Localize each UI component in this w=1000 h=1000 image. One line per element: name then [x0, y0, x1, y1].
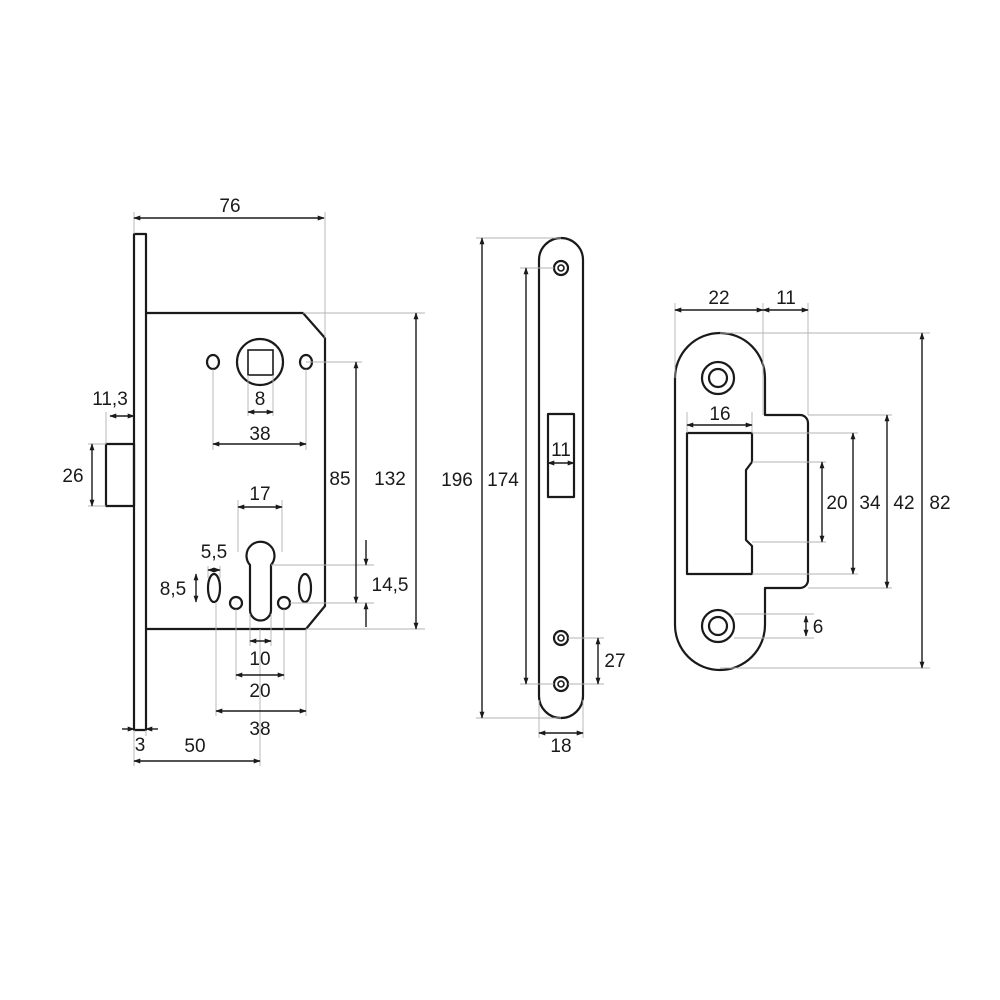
dim-screw-spacing: 174 [487, 470, 519, 491]
strike-top-hole-inner [707, 367, 729, 389]
dim-cylinder-offset: 14,5 [372, 575, 409, 596]
strike-plate [673, 331, 810, 672]
dim-latch-projection: 11,3 [92, 389, 128, 410]
dim-slot-width: 5,5 [201, 542, 227, 563]
dim-hole-offset: 6 [813, 617, 824, 638]
lock-body-view [104, 232, 327, 732]
faceplate-top-screw-inner [557, 264, 565, 272]
dim-slot-height: 8,5 [160, 579, 186, 600]
dim-latch-slot-width: 11 [551, 440, 571, 461]
lock-case [146, 311, 327, 631]
faceplate-labels: 196 174 11 27 18 [441, 440, 625, 757]
dim-backset: 50 [184, 736, 205, 757]
cylinder-left-hole [228, 595, 244, 611]
strike-plate-labels: 22 11 16 20 34 42 82 6 [708, 288, 950, 638]
faceplate-mid-screw-inner [557, 634, 565, 642]
faceplate-dimension-lines [479, 237, 601, 736]
strike-plate-dimension-lines [674, 307, 925, 669]
spindle-hub [235, 337, 285, 387]
strike-plate-extension-lines [674, 303, 930, 669]
dim-lip-offset: 11 [776, 288, 796, 309]
upper-left-hole [205, 353, 221, 371]
faceplate-edge [132, 232, 148, 732]
dim-width: 76 [219, 196, 240, 217]
dim-faceplate-width: 18 [550, 736, 571, 757]
dim-center-distance: 85 [329, 469, 350, 490]
strike-bottom-hole-inner [707, 615, 729, 637]
dim-cylinder-cam-width: 10 [249, 649, 270, 670]
faceplate-bottom-screw-inner [557, 680, 565, 688]
latch-slot [546, 412, 576, 499]
dim-spindle-square: 8 [255, 389, 266, 410]
dim-inner-height: 20 [826, 493, 847, 514]
spindle-square-hole [247, 349, 274, 376]
dim-pocket-height: 34 [859, 493, 881, 514]
dim-latch-height: 26 [62, 466, 83, 487]
dim-height: 132 [374, 469, 406, 490]
lock-body-dimension-lines [89, 215, 419, 764]
faceplate-top-screw [552, 259, 570, 277]
strike-pocket [685, 431, 754, 576]
dim-notch-height: 42 [893, 493, 914, 514]
right-slot [297, 572, 313, 604]
dim-lower-screw-spacing: 27 [604, 651, 625, 672]
dim-pocket-width: 16 [709, 404, 730, 425]
strike-bottom-hole-outer [700, 608, 736, 644]
dim-faceplate-thickness: 3 [135, 735, 146, 756]
dim-total-length: 196 [441, 470, 473, 491]
cylinder-cutout [245, 540, 276, 622]
dim-lower-hole-spacing: 38 [249, 719, 270, 740]
strike-top-hole-outer [700, 360, 736, 396]
left-slot [206, 572, 222, 604]
faceplate-bottom-screw [552, 675, 570, 693]
faceplate-mid-screw [552, 629, 570, 647]
strike-plate-view [673, 331, 810, 672]
cylinder-right-hole [276, 595, 292, 611]
lock-body-labels: 76 132 85 14,5 26 11,3 8 38 17 5,5 8,5 1… [62, 196, 408, 757]
dim-strike-width: 22 [708, 288, 729, 309]
dim-cylinder-hole-spacing: 20 [249, 681, 270, 702]
faceplate-view [537, 236, 585, 720]
dim-total-height: 82 [929, 493, 950, 514]
dim-upper-hole-spacing: 38 [249, 424, 270, 445]
dim-cylinder-width: 17 [249, 484, 270, 505]
latch-bolt [104, 442, 136, 508]
